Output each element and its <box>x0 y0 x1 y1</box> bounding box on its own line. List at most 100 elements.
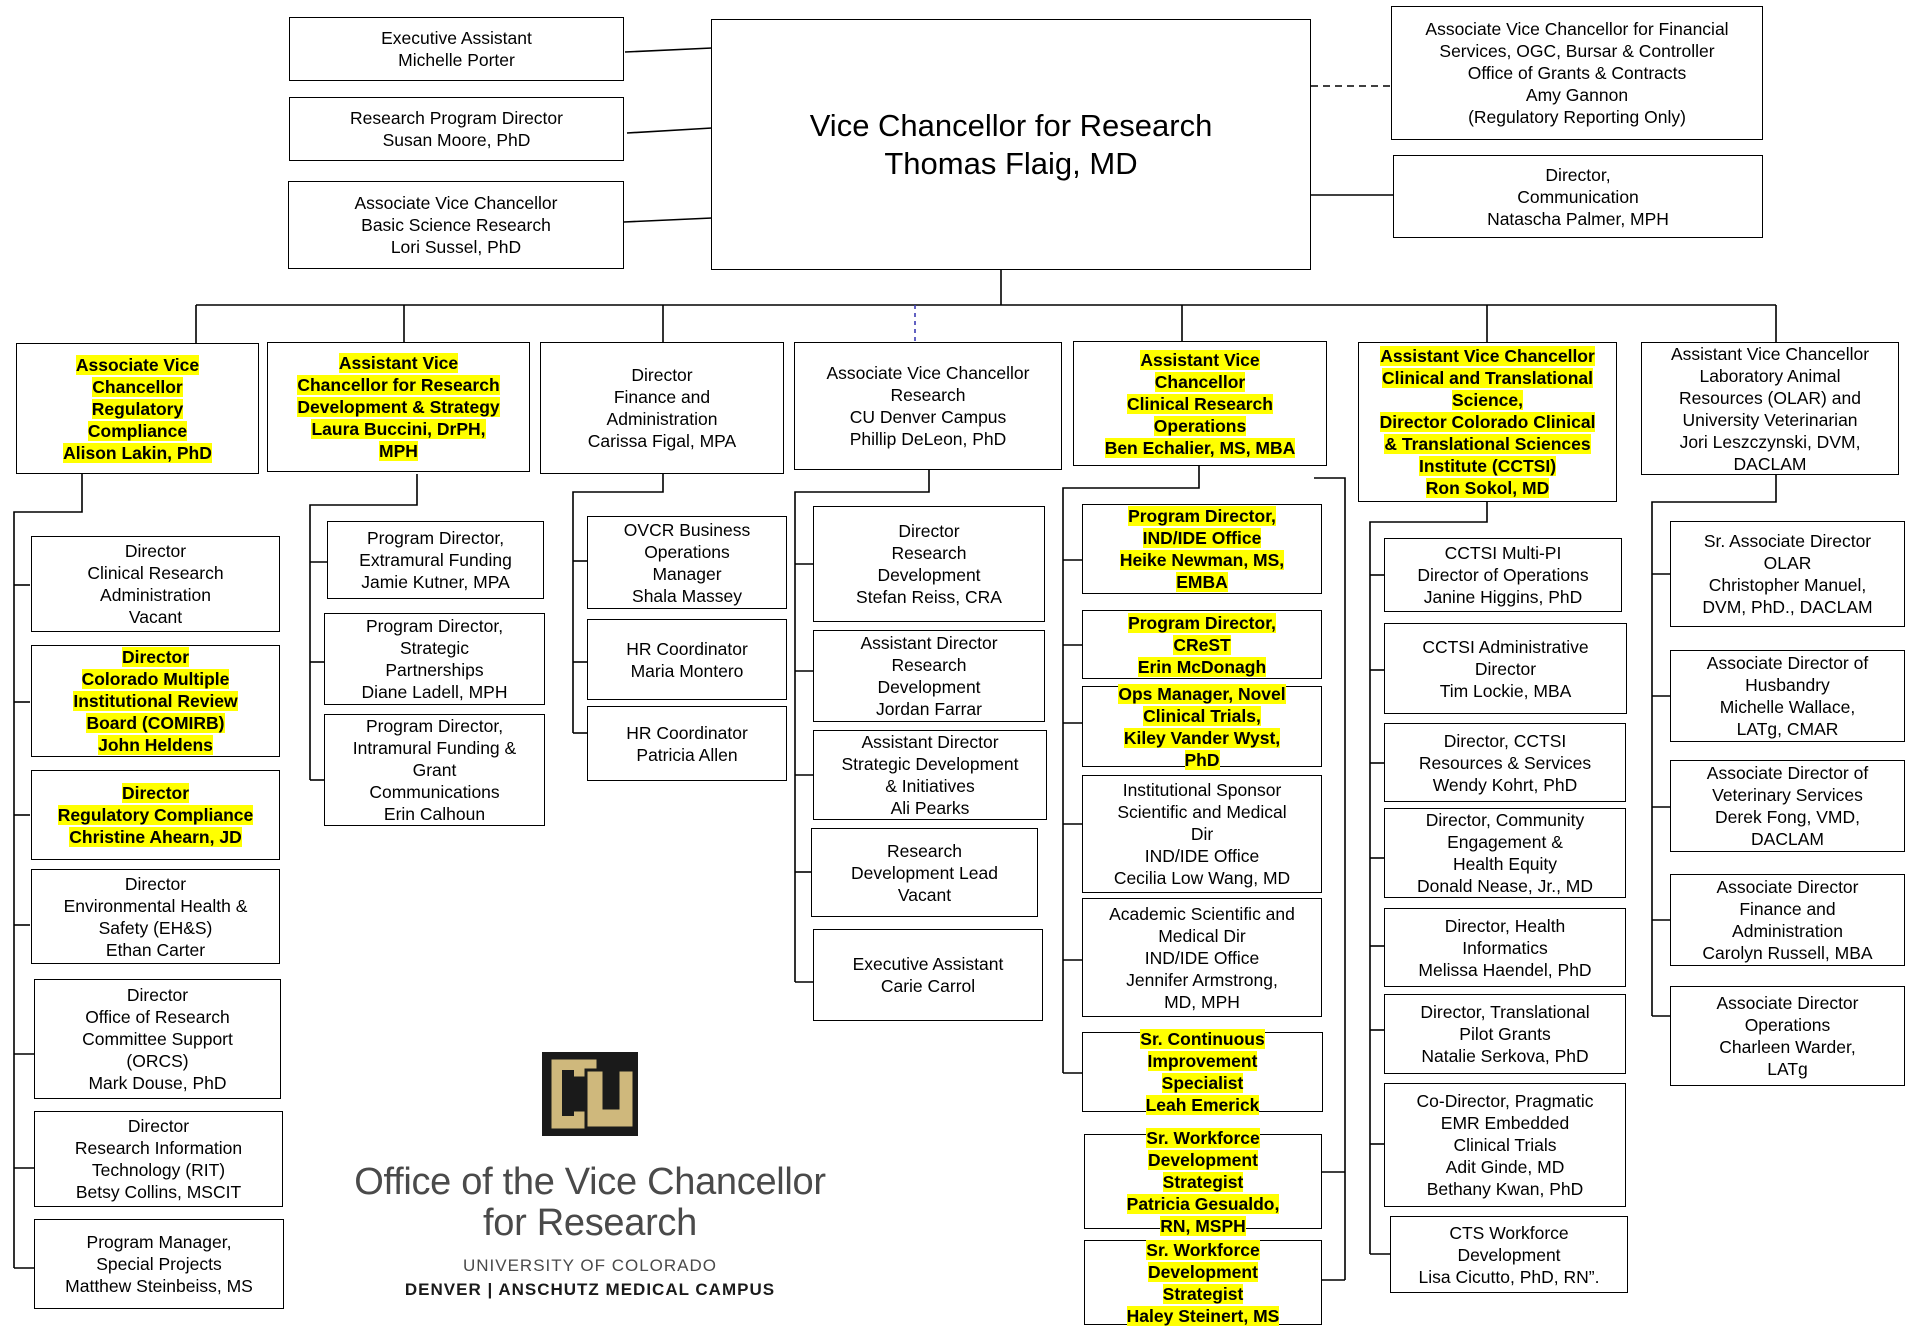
box-text-line: Alison Lakin, PhD <box>63 442 212 463</box>
box-text-line: Operations <box>1744 1015 1831 1035</box>
box-text-line: Natascha Palmer, MPH <box>1487 208 1669 229</box>
box-text-line: (Regulatory Reporting Only) <box>1468 107 1686 127</box>
box-text-line: Special Projects <box>96 1254 222 1274</box>
box-text-line: MD, MPH <box>1164 991 1240 1012</box>
box-text-line: Research Program Director <box>350 108 563 128</box>
box-text-line: Pilot Grants <box>1459 1024 1551 1044</box>
box-text-line: Mark Douse, PhD <box>88 1073 227 1093</box>
box-text-line: IND/IDE Office <box>1142 528 1262 548</box>
box-text-line: Safety (EH&S) <box>98 917 213 938</box>
box-text-line: University Veterinarian <box>1682 409 1858 430</box>
box-text-line: Board (COMIRB) <box>86 713 225 733</box>
box-text-line: EMR Embedded <box>1440 1113 1570 1133</box>
box-text-line: Betsy Collins, MSCIT <box>75 1182 242 1202</box>
box-text-line: Associate Vice <box>75 354 200 375</box>
box-text-line: Erin McDonagh <box>1137 656 1267 677</box>
box-text-line: Melissa Haendel, PhD <box>1418 959 1592 980</box>
box-text-line: CU Denver Campus <box>849 407 1007 427</box>
box-text-line: CTS Workforce <box>1449 1222 1569 1243</box>
box-text-line: Communication <box>1517 186 1639 207</box>
box-text-line: Donald Nease, Jr., MD <box>1416 876 1594 896</box>
box-text-line: Jordan Farrar <box>875 699 982 719</box>
box-text-line: Director <box>898 521 960 541</box>
col2-box-3: Program Director,Intramural Funding &Gra… <box>324 714 545 826</box>
logo-university-line: UNIVERSITY OF COLORADO <box>462 1256 718 1275</box>
box-text-line: IND/IDE Office <box>1144 947 1260 968</box>
box-text-line: Director, CCTSI <box>1443 730 1567 751</box>
box-text-line: Extramural Funding <box>359 550 512 570</box>
box-text-line: Institutional Review <box>73 691 238 711</box>
box-text-line: Associate Director of <box>1706 653 1869 673</box>
box-text-line: Director of Operations <box>1417 565 1589 585</box>
box-text-line: Assistant Vice Chancellor <box>1380 346 1595 366</box>
box-text-line: Technology (RIT) <box>91 1160 226 1180</box>
box-text-line: Christopher Manuel, <box>1708 575 1867 595</box>
box-text-line: Associate Vice Chancellor for Financial <box>1425 19 1729 39</box>
box-text-line: LATg <box>1767 1059 1808 1079</box>
box-text-line: Compliance <box>87 420 188 441</box>
box-text-line: Laura Buccini, DrPH, <box>311 419 486 439</box>
box-text-line: CCTSI Multi-PI <box>1444 543 1562 563</box>
box-text-line: Vacant <box>128 607 183 627</box>
box-text-line: Administration <box>100 585 211 605</box>
box-text-line: Director <box>127 1116 190 1136</box>
box-text-line: Colorado Multiple <box>81 669 230 689</box>
box-text-line: Program Director, <box>1128 612 1276 633</box>
box-text-line: Clinical Research <box>87 563 224 583</box>
box-text-line: Sr. Associate Director <box>1703 531 1872 551</box>
box-text-line: Chancellor <box>92 376 183 397</box>
box-text-line: Associate Vice Chancellor <box>354 193 558 213</box>
box-text-line: Kiley Vander Wyst, <box>1123 727 1281 748</box>
box-text-line: Vice Chancellor for Research <box>809 107 1213 143</box>
box-text-line: Partnerships <box>385 660 484 680</box>
box-text-line: PhD <box>1184 749 1220 770</box>
box-text-line: CCTSI Administrative <box>1422 636 1589 657</box>
box-text-line: Director <box>121 647 190 667</box>
box-text-line: Operations <box>644 541 730 562</box>
box-text-line: Leah Emerick <box>1145 1095 1260 1115</box>
box-text-line: Finance and <box>613 387 711 407</box>
box-text-line: Cecilia Low Wang, MD <box>1113 868 1291 888</box>
box-text-line: Assistant Director <box>860 633 998 653</box>
box-text-line: Laboratory Animal <box>1699 365 1841 386</box>
box-text-line: Environmental Health & <box>63 895 248 916</box>
box-text-line: (ORCS) <box>126 1051 189 1071</box>
box-text-line: Strategic <box>399 638 470 658</box>
box-text-line: Chancellor for Research <box>297 375 500 395</box>
box-text-line: Jamie Kutner, MPA <box>361 572 510 592</box>
box-text-line: Office of Research <box>85 1007 230 1027</box>
box-text-line: Assistant Director <box>861 732 999 752</box>
box-text-line: Development <box>877 565 981 585</box>
box-text-line: & Translational Sciences <box>1384 434 1591 454</box>
box-text-line: Strategic Development <box>841 754 1019 774</box>
box-text-line: Assistant Vice Chancellor <box>1670 343 1870 364</box>
box-text-line: Informatics <box>1462 937 1548 958</box>
box-text-line: RN, MSPH <box>1160 1215 1246 1236</box>
box-text-line: Michelle Porter <box>398 50 515 70</box>
box-text-line: Development <box>1148 1149 1258 1170</box>
box-text-line: Research <box>891 655 967 675</box>
box-text-line: Carolyn Russell, MBA <box>1702 943 1873 963</box>
box-text-line: Research <box>890 385 966 405</box>
box-text-line: Phillip DeLeon, PhD <box>849 429 1007 449</box>
box-text-line: Improvement <box>1147 1051 1258 1071</box>
